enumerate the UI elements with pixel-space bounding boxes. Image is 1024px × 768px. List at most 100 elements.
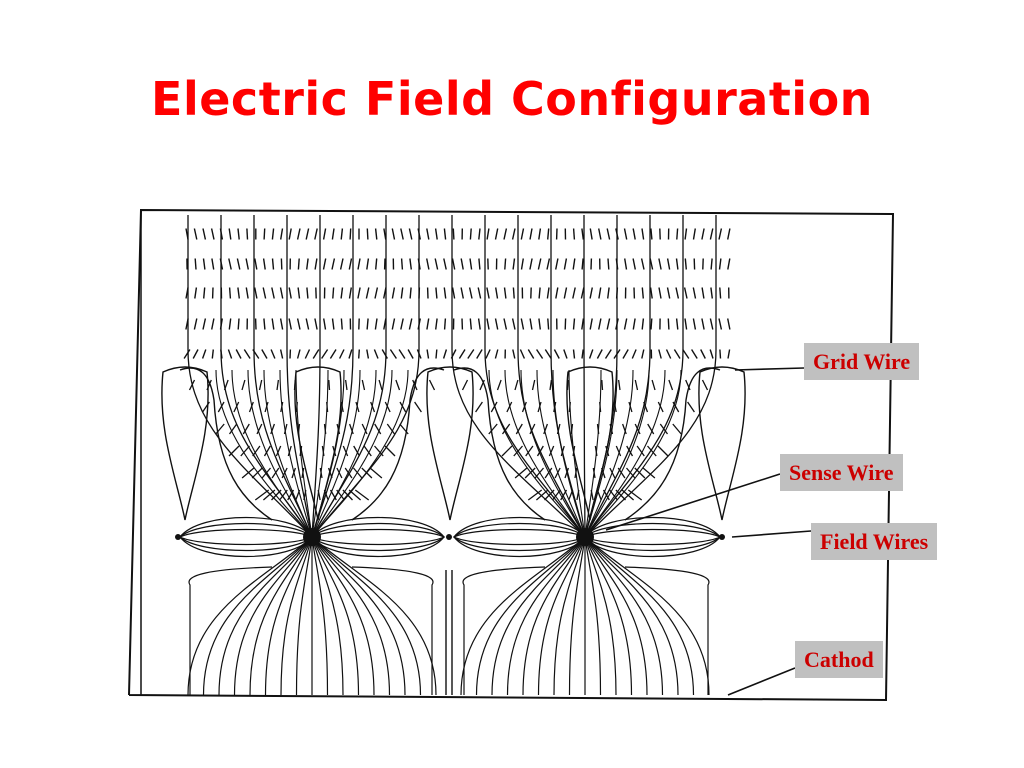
cathode-field-line <box>202 536 313 696</box>
cathode-field-line <box>233 536 313 696</box>
field-tick <box>428 379 436 391</box>
field-tick <box>211 349 214 359</box>
field-tick <box>672 423 682 435</box>
field-wire-dot <box>719 534 725 540</box>
field-tick <box>240 445 250 457</box>
field-tick <box>344 379 348 391</box>
field-tick <box>626 445 634 457</box>
field-tick <box>366 318 369 330</box>
field-tick <box>271 467 280 479</box>
field-tick <box>461 379 469 391</box>
cathode-field-line <box>522 536 586 696</box>
field-tick <box>666 287 671 299</box>
field-tick <box>544 349 552 359</box>
field-tick <box>494 318 499 330</box>
field-tick <box>589 228 593 240</box>
field-tick <box>348 287 352 299</box>
field-tick <box>389 349 397 359</box>
field-tick <box>589 287 593 299</box>
field-tick <box>478 228 481 240</box>
cathode-field-line <box>624 566 710 695</box>
field-tick <box>251 467 263 479</box>
field-tick <box>306 287 309 299</box>
field-tick <box>460 287 464 299</box>
cathode-field-line <box>187 536 313 696</box>
frame-outline <box>128 208 895 702</box>
field-tick <box>409 258 412 270</box>
field-tick <box>342 445 349 457</box>
field-tick <box>241 467 255 479</box>
drift-field-line <box>584 369 634 538</box>
equipotential-curve <box>351 367 445 521</box>
field-tick <box>228 287 232 299</box>
field-tick <box>512 258 516 270</box>
field-wire-dot <box>446 534 452 540</box>
field-tick <box>675 258 679 270</box>
field-tick <box>242 423 250 435</box>
cathode-field-line <box>491 536 586 696</box>
field-tick <box>237 228 240 240</box>
field-tick <box>322 228 327 240</box>
field-tick <box>407 349 414 359</box>
drift-field-line <box>247 369 313 538</box>
cathode-field-line <box>311 536 375 696</box>
field-tick <box>692 318 697 330</box>
field-tick <box>512 287 515 299</box>
field-tick <box>217 401 225 413</box>
field-tick <box>719 287 722 299</box>
equipotential-curve <box>624 367 721 521</box>
field-tick <box>228 423 238 435</box>
field-tick <box>261 349 268 359</box>
drift-field-line <box>253 215 313 538</box>
drift-field-line <box>552 369 586 538</box>
field-tick <box>193 318 198 330</box>
field-tick <box>581 258 584 270</box>
sense-wire-leader <box>605 473 781 531</box>
field-tick <box>520 258 524 270</box>
field-tick <box>469 318 472 330</box>
field-tick <box>546 258 551 270</box>
field-tick <box>374 228 378 240</box>
drift-field-line <box>311 215 420 538</box>
field-tick <box>524 467 536 479</box>
field-tick <box>718 258 722 270</box>
field-tick <box>202 258 206 270</box>
grid-wire-lobe <box>294 366 342 521</box>
field-tick <box>237 287 240 299</box>
field-tick <box>636 445 645 457</box>
field-tick <box>365 287 370 299</box>
field-tick <box>555 258 559 270</box>
callout-leader-lines <box>605 367 812 696</box>
field-tick <box>271 258 275 270</box>
field-tick <box>344 467 353 479</box>
field-tick <box>288 228 292 240</box>
field-tick <box>361 379 366 391</box>
field-tick <box>632 258 636 270</box>
drift-field-line <box>311 369 377 538</box>
cathode-field-line <box>311 536 391 696</box>
cathode-label: Cathod <box>795 641 883 678</box>
field-tick <box>666 258 671 270</box>
field-tick <box>658 258 662 270</box>
field-tick <box>192 349 199 359</box>
field-tick <box>477 318 481 330</box>
field-tick <box>366 258 370 270</box>
field-tick <box>710 287 713 299</box>
field-tick <box>400 228 404 240</box>
field-tick <box>262 258 266 270</box>
field-tick <box>414 401 422 413</box>
field-tick <box>665 349 672 359</box>
field-tick <box>469 258 473 270</box>
field-tick <box>241 379 246 391</box>
field-tick <box>496 379 502 391</box>
field-tick <box>588 349 594 359</box>
field-tick <box>202 228 207 240</box>
field-tick <box>443 258 447 270</box>
field-wire-lobe <box>583 528 722 546</box>
field-tick <box>353 467 363 479</box>
field-tick <box>503 228 508 240</box>
field-tick <box>235 349 242 359</box>
field-tick <box>701 318 705 330</box>
field-tick <box>490 401 498 413</box>
